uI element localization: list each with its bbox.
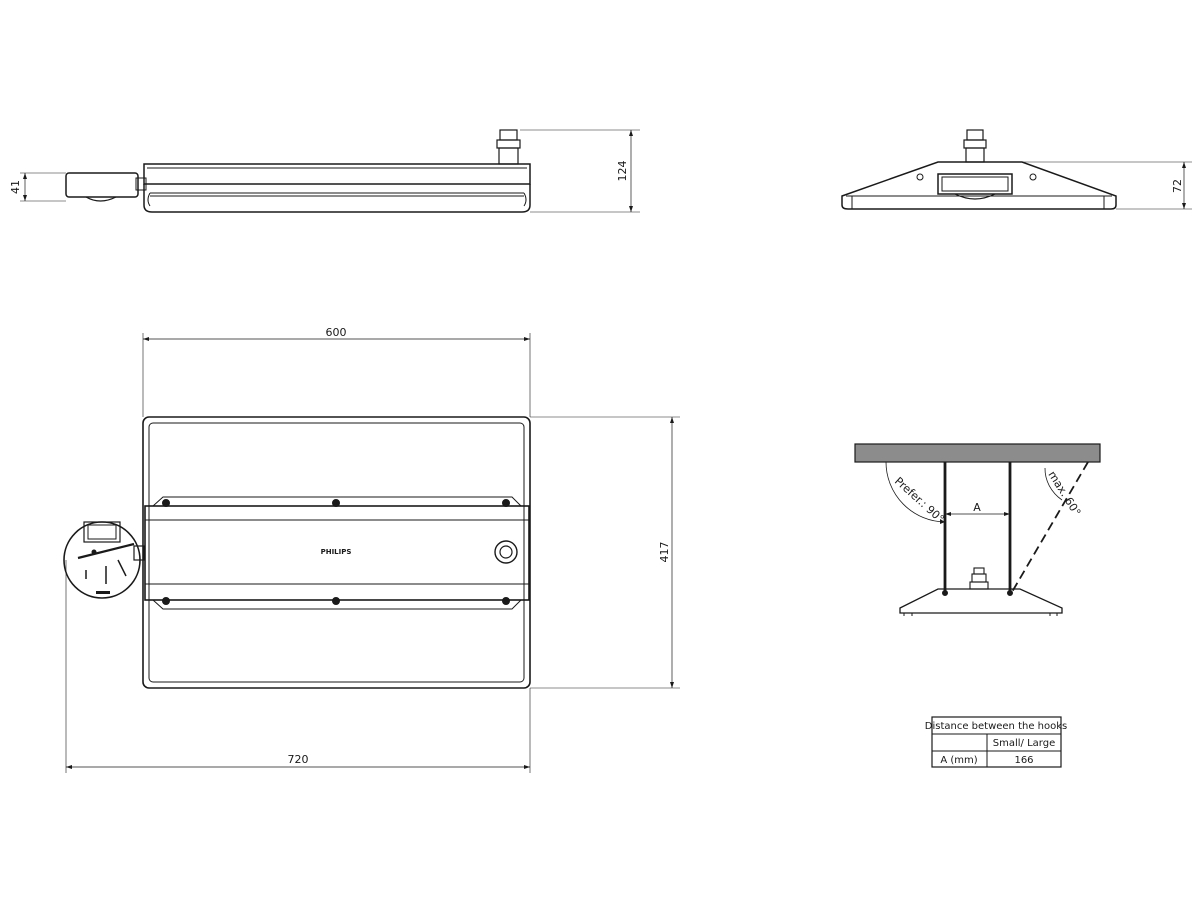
max-angle-arc xyxy=(1044,467,1063,501)
front-view xyxy=(841,129,1192,210)
hook-distance-table xyxy=(931,716,1062,768)
top-luminaire-outline xyxy=(142,416,531,689)
side-sensor-housing xyxy=(65,172,139,198)
table-row-label: A (mm) xyxy=(940,755,977,766)
dim-front-height: 72 xyxy=(1171,179,1184,193)
top-sensor-disk xyxy=(63,521,141,599)
side-connector xyxy=(499,129,518,141)
dim-overall-width: 720 xyxy=(288,753,309,766)
top-connector xyxy=(494,540,518,564)
prefer-angle-label: Prefer.: 90° xyxy=(892,475,947,526)
top-view xyxy=(63,333,680,773)
table-column-header: Small/ Large xyxy=(993,738,1055,749)
table-row-value: 166 xyxy=(1014,755,1033,766)
dim-side-total-height: 124 xyxy=(616,161,629,182)
max-angle-label: max. 60° xyxy=(1045,469,1083,519)
dim-top-width: 600 xyxy=(326,326,347,339)
brand-logo: PHILIPS xyxy=(321,548,352,556)
dim-top-depth: 417 xyxy=(658,542,671,563)
front-body-outline xyxy=(841,161,1117,210)
side-luminaire-body xyxy=(143,163,531,185)
hook-distance-label: A xyxy=(973,501,981,514)
table-title: Distance between the hooks xyxy=(925,721,1068,732)
ceiling xyxy=(854,443,1101,463)
front-connector xyxy=(966,129,984,141)
suspension-cable-angled xyxy=(1011,461,1089,593)
front-sensor xyxy=(937,173,1013,195)
mounting-luminaire xyxy=(899,588,1063,614)
side-sensor-lens xyxy=(85,196,117,202)
dim-side-height: 41 xyxy=(9,180,22,194)
mounting-view xyxy=(854,443,1101,616)
side-view xyxy=(20,129,640,213)
prefer-angle-arc xyxy=(885,461,946,523)
